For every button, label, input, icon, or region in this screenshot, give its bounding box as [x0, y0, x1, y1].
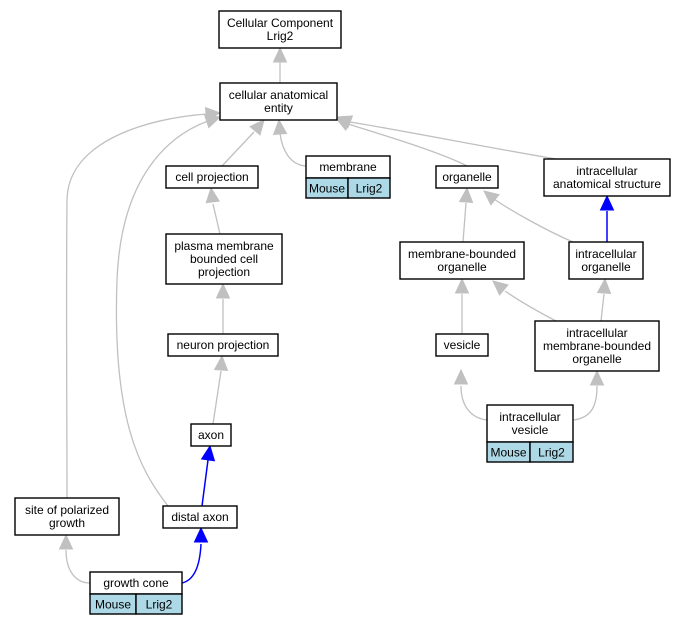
node-label: distal axon	[171, 510, 228, 524]
edge-io-to-ias	[599, 194, 615, 242]
node-label: organelle	[572, 352, 622, 366]
edge-mbo-to-organelle	[458, 186, 474, 243]
node-label: cellular anatomical	[229, 88, 328, 102]
edge-gc-to-distalaxon	[181, 526, 209, 584]
node-vesicle[interactable]: vesicle	[435, 333, 489, 357]
gene-tag	[529, 441, 574, 463]
edge-gc-to-spg	[58, 533, 91, 584]
node-label: membrane-bounded	[408, 247, 516, 261]
node-label: growth cone	[103, 576, 169, 590]
node-label: organelle	[437, 260, 487, 274]
node-label: intracellular	[575, 247, 636, 261]
arrowhead-icon	[272, 118, 288, 136]
node-label: organelle	[442, 170, 492, 184]
arrowhead-icon	[193, 526, 209, 543]
node-neuronproj[interactable]: neuron projection	[167, 333, 279, 357]
gene-tag-label: Lrig2	[538, 446, 565, 460]
node-label: Cellular Component	[227, 16, 334, 30]
arrowhead-icon	[589, 369, 605, 386]
edge-vesicle-to-mbo	[454, 277, 470, 334]
edge-cae-to-cc	[272, 46, 288, 83]
graph-edges	[58, 46, 615, 584]
node-label: cell projection	[175, 170, 248, 184]
edge-imbo-to-mbo	[492, 280, 557, 322]
organism-tag-label: Mouse	[309, 182, 345, 196]
gene-tag-label: Lrig2	[356, 182, 383, 196]
node-label: plasma membrane	[174, 239, 274, 253]
node-label: bounded cell	[190, 252, 258, 266]
organism-tag-label: Mouse	[490, 446, 526, 460]
node-label: neuron projection	[177, 338, 270, 352]
edge-io-to-organelle	[483, 190, 574, 243]
node-label: intracellular	[566, 326, 627, 340]
arrowhead-icon	[458, 186, 474, 203]
node-label: organelle	[581, 260, 631, 274]
arrowhead-icon	[454, 277, 470, 294]
node-label: anatomical structure	[553, 177, 661, 191]
edge-ias-to-cae	[335, 115, 557, 160]
node-label: projection	[198, 265, 250, 279]
edge-pmbcp-to-cellproj	[205, 186, 221, 235]
arrowhead-icon	[272, 46, 288, 63]
node-label: growth	[49, 516, 85, 530]
node-label: membrane	[319, 160, 377, 174]
node-distalaxon[interactable]: distal axon	[162, 505, 238, 529]
arrowhead-icon	[213, 354, 229, 371]
gene-tag	[135, 593, 183, 615]
arrowhead-icon	[483, 190, 500, 206]
arrowhead-icon	[215, 282, 231, 299]
edge-cellproj-to-cae	[221, 119, 265, 167]
arrowhead-icon	[492, 280, 509, 296]
arrowhead-icon	[58, 533, 74, 550]
node-label: membrane-bounded	[543, 339, 651, 353]
arrowhead-icon	[205, 186, 221, 204]
arrowhead-icon	[453, 368, 469, 385]
node-label: intracellular	[499, 410, 560, 424]
arrowhead-icon	[200, 444, 216, 462]
arrowhead-icon	[249, 119, 265, 136]
node-label: entity	[264, 101, 293, 115]
edge-imbo-to-io	[596, 277, 612, 322]
edge-distalaxon-to-cae	[115, 114, 222, 507]
node-axon[interactable]: axon	[190, 423, 232, 447]
node-label: axon	[198, 428, 224, 442]
arrowhead-icon	[203, 114, 222, 129]
arrowhead-icon	[335, 115, 354, 130]
edge-membrane-to-cae	[272, 118, 307, 167]
gene-tag	[347, 177, 391, 199]
edge-axon-to-neuronproj	[212, 354, 229, 425]
organism-tag-label: Mouse	[95, 598, 131, 612]
node-cellproj[interactable]: cell projection	[165, 165, 259, 189]
edge-iv-to-imbo	[572, 369, 605, 421]
node-organelle[interactable]: organelle	[435, 165, 499, 189]
node-label: vesicle	[444, 338, 481, 352]
edge-distalaxon-to-axon	[200, 444, 216, 507]
edge-iv-to-vesicle	[453, 368, 488, 421]
node-label: Lrig2	[267, 29, 294, 43]
gene-tag-label: Lrig2	[146, 598, 173, 612]
node-label: vesicle	[512, 423, 549, 437]
edge-neuronproj-to-pmbcp	[215, 282, 231, 334]
node-label: intracellular	[576, 164, 637, 178]
node-label: site of polarized	[25, 503, 109, 517]
arrowhead-icon	[596, 277, 612, 294]
arrowhead-icon	[599, 194, 615, 211]
